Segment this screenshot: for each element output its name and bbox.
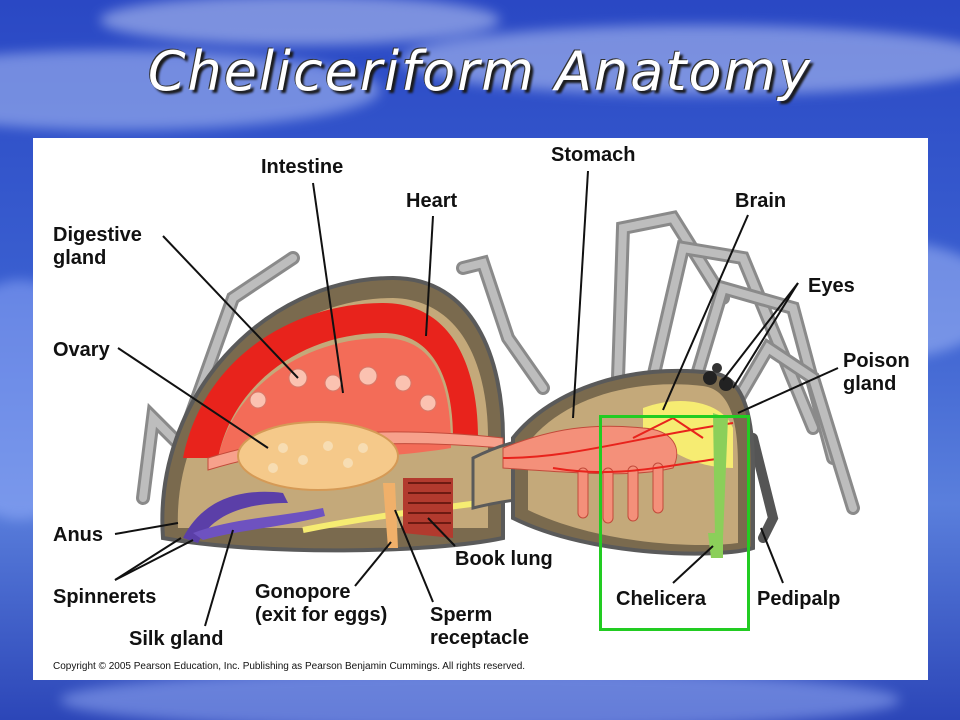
label-digestive-gland: Digestive gland: [53, 224, 142, 269]
label-book-lung: Book lung: [455, 548, 553, 570]
abdomen: [160, 275, 505, 553]
anatomy-figure: Intestine Stomach Heart Brain Digestive …: [33, 138, 928, 680]
label-anus: Anus: [53, 524, 103, 546]
label-intestine: Intestine: [261, 156, 344, 178]
leader-lines: [114, 170, 839, 627]
label-sperm-receptacle: Sperm receptacle: [430, 604, 529, 649]
label-heart: Heart: [406, 190, 458, 212]
label-spinnerets: Spinnerets: [53, 586, 157, 608]
label-eyes: Eyes: [808, 275, 855, 297]
label-silk-gland: Silk gland: [129, 628, 224, 650]
eye-2: [719, 377, 733, 391]
label-stomach: Stomach: [551, 144, 636, 166]
chelicera-highlight-box: [599, 415, 750, 631]
label-ovary: Ovary: [53, 339, 110, 361]
copyright-notice: Copyright © 2005 Pearson Education, Inc.…: [53, 661, 526, 672]
spider-illustration: [114, 170, 860, 627]
label-pedipalp: Pedipalp: [757, 588, 841, 610]
label-chelicera: Chelicera: [616, 588, 707, 610]
label-gonopore: Gonopore (exit for eggs): [255, 581, 388, 626]
book-lung: [403, 478, 453, 538]
label-brain: Brain: [735, 190, 787, 212]
eye-1: [703, 371, 717, 385]
label-poison-gland: Poison gland: [843, 350, 910, 395]
slide-title: Cheliceriform Anatomy: [147, 40, 813, 103]
